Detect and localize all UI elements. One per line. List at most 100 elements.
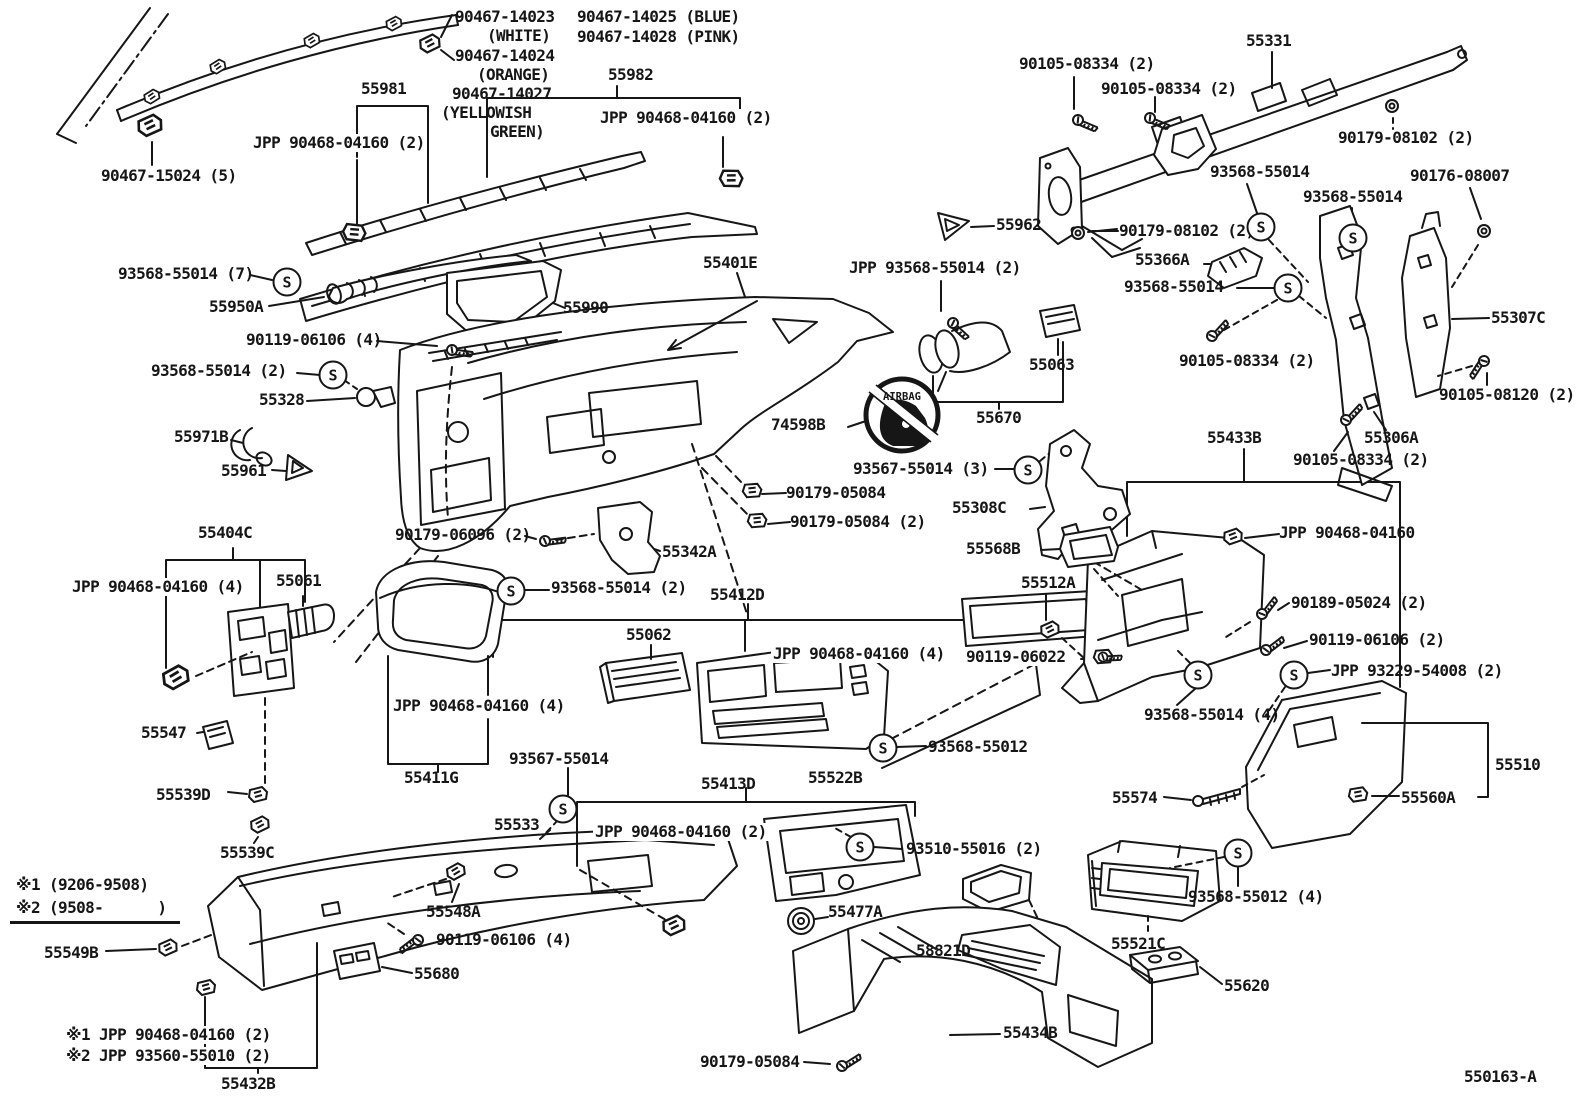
part-callout: ※1 (9206-9508)	[16, 875, 149, 894]
part-callout: 90467-14028 (PINK)	[577, 27, 740, 46]
part-callout: 93568-55014	[1303, 187, 1403, 206]
part-callout: 90119-06106 (2)	[1309, 630, 1445, 649]
part-callout: 55981	[361, 79, 407, 98]
part-callout: 90105-08334 (2)	[1019, 54, 1155, 73]
part-callout: 55342A	[662, 542, 717, 561]
part-callout: 93568-55012 (4)	[1188, 887, 1324, 906]
part-callout: (WHITE)	[487, 26, 551, 45]
part-callout: 93510-55016 (2)	[906, 839, 1042, 858]
part-callout: 55328	[259, 390, 305, 409]
part-callout: 90467-15024 (5)	[101, 166, 237, 185]
part-callout: (ORANGE)	[477, 65, 550, 84]
standard-part-symbol: S	[318, 360, 348, 390]
part-callout: 93567-55014	[509, 749, 609, 768]
part-callout: 55331	[1246, 31, 1292, 50]
part-callout: 90105-08120 (2)	[1439, 385, 1575, 404]
part-callout: (YELLOWISH	[441, 103, 532, 122]
part-callout: 55432B	[221, 1074, 276, 1093]
part-callout: 55961	[221, 461, 267, 480]
part-callout: 55962	[996, 215, 1042, 234]
part-callout: 55063	[1029, 355, 1075, 374]
standard-part-symbol: S	[1183, 660, 1213, 690]
part-callout: JPP 90468-04160	[1279, 523, 1415, 542]
standard-part-symbol: S	[845, 832, 875, 862]
part-callout: 93568-55014	[1210, 162, 1310, 181]
part-callout: 55477A	[828, 902, 883, 921]
part-callout: 55061	[276, 571, 322, 590]
part-callout: 58821D	[916, 941, 971, 960]
part-callout: JPP 93229-54008 (2)	[1331, 661, 1503, 680]
part-callout: 55971B	[174, 427, 229, 446]
part-callout: 55307C	[1491, 308, 1546, 327]
part-callout: 90105-08334 (2)	[1101, 79, 1237, 98]
notes-underline	[10, 921, 180, 924]
part-callout: 55411G	[404, 768, 459, 787]
part-callout: 90179-06096 (2)	[395, 525, 531, 544]
part-callout: 90467-14025 (BLUE)	[577, 7, 740, 26]
part-callout: JPP 90468-04160 (2)	[598, 108, 774, 127]
part-callout: 55522B	[808, 768, 863, 787]
part-callout: 90467-14024	[455, 46, 555, 65]
part-callout: 55547	[141, 723, 187, 742]
part-callout: 55568B	[966, 539, 1021, 558]
standard-part-symbol: S	[1223, 838, 1253, 868]
part-callout: 55982	[608, 65, 654, 84]
part-callout: 550163-A	[1464, 1067, 1537, 1086]
standard-part-symbol: S	[272, 267, 302, 297]
part-callout: 93568-55014 (2)	[151, 361, 287, 380]
part-callout: JPP 90468-04160 (4)	[771, 644, 947, 663]
part-callout: GREEN)	[490, 122, 545, 141]
part-callout: 55560A	[1401, 788, 1456, 807]
part-callout: 90179-05084	[786, 483, 886, 502]
part-callout: 55950A	[209, 297, 264, 316]
part-callout: 55366A	[1135, 250, 1190, 269]
part-callout: 55510	[1495, 755, 1541, 774]
part-callout: 55574	[1112, 788, 1158, 807]
part-callout: 55680	[414, 964, 460, 983]
part-callout: 90467-14027	[452, 84, 552, 103]
part-callout: 55521C	[1111, 934, 1166, 953]
standard-part-symbol: S	[548, 794, 578, 824]
part-callout: 90176-08007	[1410, 166, 1510, 185]
part-callout: 55549B	[44, 943, 99, 962]
part-callout: 55539D	[156, 785, 211, 804]
part-callout: 93567-55014 (3)	[853, 459, 989, 478]
part-callout: 55539C	[220, 843, 275, 862]
part-callout: 90105-08334 (2)	[1293, 450, 1429, 469]
part-callout: ※2 JPP 93560-55010 (2)	[64, 1046, 273, 1065]
part-callout: 90119-06106 (4)	[246, 330, 382, 349]
part-callout: 93568-55012	[928, 737, 1028, 756]
part-callout: JPP 90468-04160 (2)	[251, 133, 427, 152]
part-callout: JPP 90468-04160 (2)	[593, 822, 769, 841]
standard-part-symbol: S	[1013, 455, 1043, 485]
part-callout: ※2 (9508- )	[16, 898, 167, 917]
part-callout: 55412D	[710, 585, 765, 604]
standard-part-symbol: S	[1279, 660, 1309, 690]
part-callout: 55401E	[703, 253, 758, 272]
part-callout: 93568-55014 (4)	[1144, 705, 1280, 724]
part-callout: 93568-55014 (7)	[118, 264, 254, 283]
part-callout: 90467-14023	[455, 7, 555, 26]
airbag-warning-symbol: AIRBAG	[863, 376, 941, 454]
part-callout: JPP 93568-55014 (2)	[849, 258, 1021, 277]
part-callout: 55404C	[198, 523, 253, 542]
part-callout: 74598B	[771, 415, 826, 434]
part-callout: 90189-05024 (2)	[1291, 593, 1427, 612]
part-callout: 55062	[626, 625, 672, 644]
part-callout: ※1 JPP 90468-04160 (2)	[64, 1025, 273, 1044]
part-callout: 55670	[976, 408, 1022, 427]
part-callout: 55413D	[701, 774, 756, 793]
part-callout: 55512A	[1021, 573, 1076, 592]
part-callout: JPP 90468-04160 (4)	[70, 577, 246, 596]
svg-text:AIRBAG: AIRBAG	[883, 391, 921, 403]
standard-part-symbol: S	[1338, 223, 1368, 253]
part-callout: 90179-05084	[700, 1052, 800, 1071]
part-callout: 93568-55014	[1124, 277, 1224, 296]
part-callout: 55433B	[1207, 428, 1262, 447]
part-callout: 90179-08102 (2)	[1338, 128, 1474, 147]
part-callout: JPP 90468-04160 (4)	[391, 696, 567, 715]
